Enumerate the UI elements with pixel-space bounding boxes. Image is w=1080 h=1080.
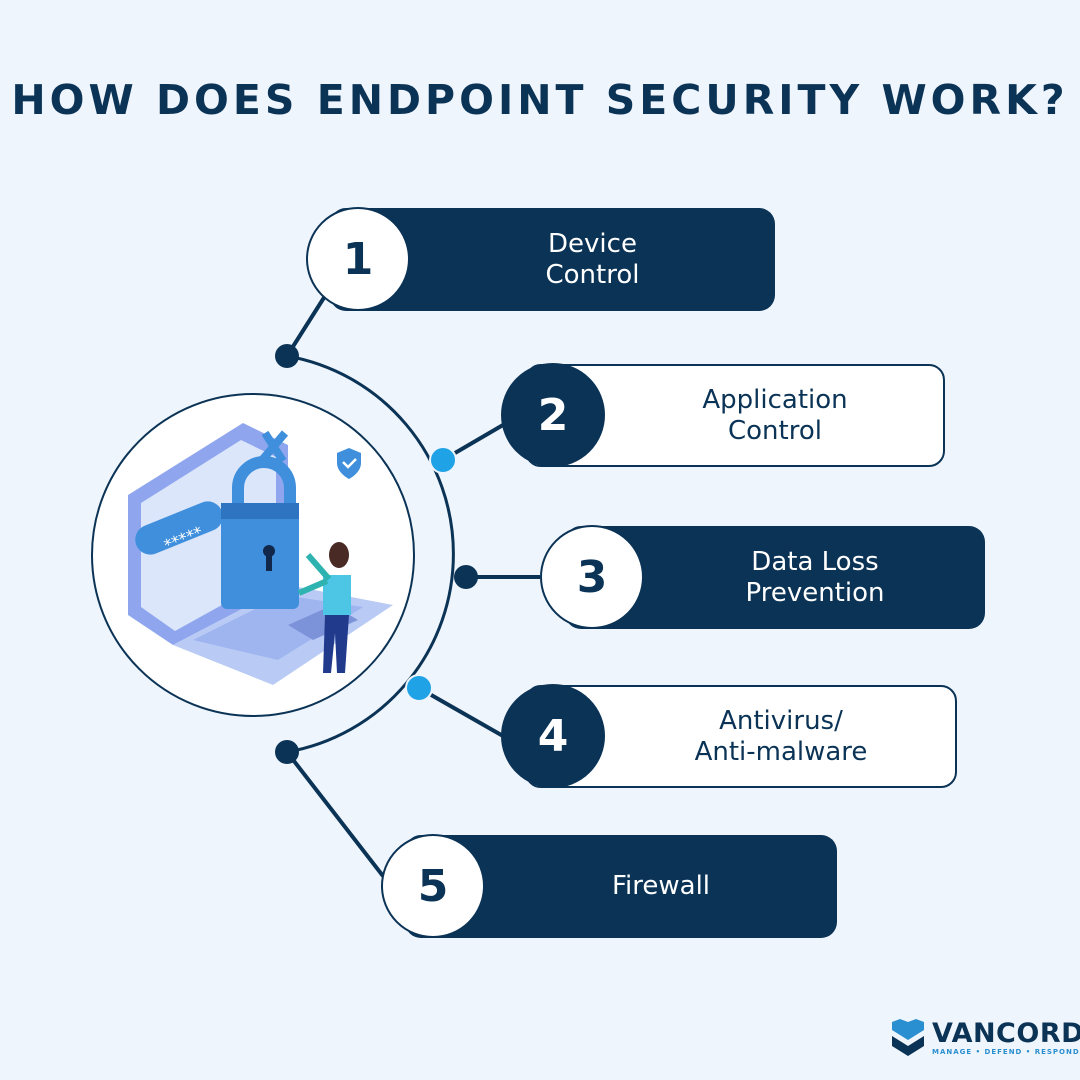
shield-logo-icon bbox=[892, 1019, 924, 1056]
padlock-icon bbox=[221, 456, 299, 609]
vancord-logo: VANCORD MANAGE • DEFEND • RESPOND bbox=[890, 1018, 1080, 1058]
node-dot-1 bbox=[275, 344, 299, 368]
step-number-1: 1 bbox=[306, 207, 410, 311]
security-illustration: ***** bbox=[91, 393, 415, 717]
timeline-arc bbox=[286, 354, 455, 754]
step-number-4: 4 bbox=[501, 684, 605, 788]
node-dot-2 bbox=[429, 446, 457, 474]
node-dot-4 bbox=[405, 674, 433, 702]
connector-4 bbox=[418, 686, 504, 738]
shield-check-icon bbox=[337, 448, 361, 479]
step-number-5: 5 bbox=[381, 834, 485, 938]
node-dot-3 bbox=[454, 565, 478, 589]
connector-5 bbox=[285, 750, 385, 878]
node-dot-5 bbox=[275, 740, 299, 764]
brand-name: VANCORD bbox=[932, 1018, 1080, 1049]
page-title: HOW DOES ENDPOINT SECURITY WORK? bbox=[11, 76, 1069, 124]
step-number-2: 2 bbox=[501, 363, 605, 467]
step-number-3: 3 bbox=[540, 525, 644, 629]
step-label: Firewall bbox=[611, 871, 711, 901]
brand-tagline: MANAGE • DEFEND • RESPOND bbox=[932, 1048, 1080, 1056]
step-label: Antivirus/Anti-malware bbox=[694, 705, 868, 767]
person-icon bbox=[297, 542, 351, 673]
close-x-icon bbox=[259, 430, 289, 464]
